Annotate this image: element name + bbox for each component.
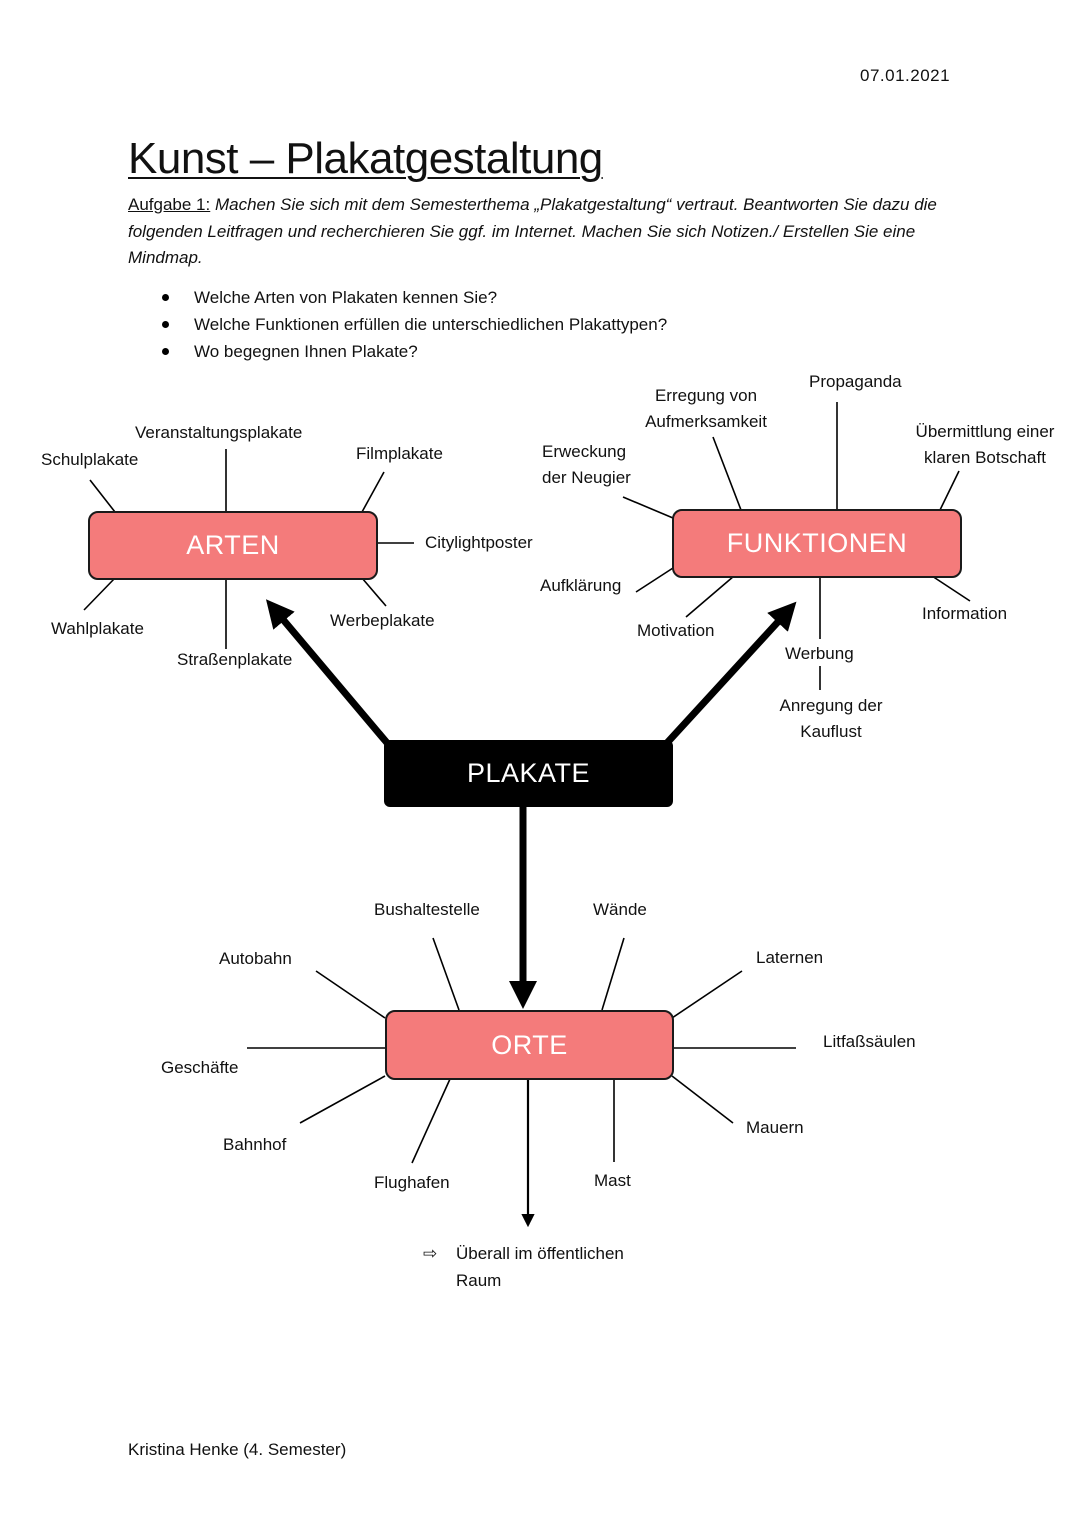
connector-line: [432, 937, 460, 1011]
page-title: Kunst – Plakatgestaltung: [128, 134, 603, 183]
conclusion-text: Überall im öffentlichen Raum: [456, 1244, 624, 1290]
ort-mauern: Mauern: [746, 1118, 804, 1137]
arrow-to-arten: [265, 599, 391, 747]
funktion-information: Information: [922, 604, 1008, 623]
conclusion: ⇨ Überall im öffentlichen Raum: [423, 1240, 656, 1294]
funktion-werbung: Werbung: [785, 644, 854, 663]
connector-line: [635, 567, 674, 593]
arten-filmplakate: Filmplakate: [356, 444, 443, 463]
arten-schulplakate: Schulplakate: [41, 450, 139, 469]
task-label: Aufgabe 1:: [128, 195, 211, 214]
connector-line: [83, 577, 116, 611]
connector-line: [931, 575, 971, 602]
connector-line: [315, 970, 386, 1019]
connector-line: [712, 436, 742, 511]
arrow-to-funktionen: [663, 601, 797, 747]
ort-laternen: Laternen: [756, 948, 824, 967]
orte-box: ORTE: [385, 1010, 674, 1080]
ort-waende: Wände: [593, 900, 647, 919]
ort-autobahn: Autobahn: [219, 949, 292, 968]
ort-bushaltestelle: Bushaltestelle: [374, 900, 480, 919]
task-body: Machen Sie sich mit dem Semesterthema „P…: [128, 195, 937, 267]
funktion-neugier: Erweckung der Neugier: [542, 442, 631, 487]
funktion-erregung: Erregung von Aufmerksamkeit: [645, 386, 767, 431]
arten-citylightposter: Citylightposter: [425, 533, 533, 552]
date: 07.01.2021: [860, 66, 951, 85]
connector-line: [671, 970, 743, 1019]
ort-flughafen: Flughafen: [374, 1173, 450, 1192]
arten-werbeplakate: Werbeplakate: [330, 611, 435, 630]
connector-line: [361, 577, 387, 607]
ort-mast: Mast: [594, 1171, 631, 1190]
arrow-right-icon: ⇨: [423, 1244, 438, 1263]
question-item: Welche Funktionen erfüllen die unterschi…: [160, 313, 667, 340]
connector-line: [361, 471, 385, 513]
arten-box: ARTEN: [88, 511, 378, 580]
ort-litfasssaeulen: Litfaßsäulen: [823, 1032, 916, 1051]
funktionen-box: FUNKTIONEN: [672, 509, 962, 578]
question-list: Welche Arten von Plakaten kennen Sie? We…: [160, 286, 667, 367]
connector-line: [89, 479, 116, 513]
question-item: Welche Arten von Plakaten kennen Sie?: [160, 286, 667, 313]
funktion-aufklaerung: Aufklärung: [540, 576, 622, 595]
connector-line: [685, 575, 735, 618]
arten-strassenplakate: Straßenplakate: [177, 650, 293, 669]
funktion-propaganda: Propaganda: [809, 372, 902, 391]
funktion-motivation: Motivation: [637, 621, 715, 640]
arten-veranstaltungsplakate: Veranstaltungsplakate: [135, 423, 303, 442]
funktion-botschaft: Übermittlung einer klaren Botschaft: [915, 422, 1055, 467]
connector-line: [671, 1075, 734, 1124]
footer-author: Kristina Henke (4. Semester): [128, 1440, 347, 1459]
connector-line: [299, 1075, 386, 1124]
plakate-center-box: PLAKATE: [384, 740, 673, 807]
arten-wahlplakate: Wahlplakate: [51, 619, 144, 638]
ort-geschaefte: Geschäfte: [161, 1058, 239, 1077]
question-item: Wo begegnen Ihnen Plakate?: [160, 340, 667, 367]
connector-line: [939, 470, 960, 511]
connector-line: [622, 496, 674, 519]
task-text: Aufgabe 1: Machen Sie sich mit dem Semes…: [128, 192, 938, 272]
connector-line: [411, 1078, 451, 1164]
ort-bahnhof: Bahnhof: [223, 1135, 287, 1154]
connector-line: [601, 937, 625, 1011]
funktion-kauflust: Anregung der Kauflust: [779, 696, 883, 741]
